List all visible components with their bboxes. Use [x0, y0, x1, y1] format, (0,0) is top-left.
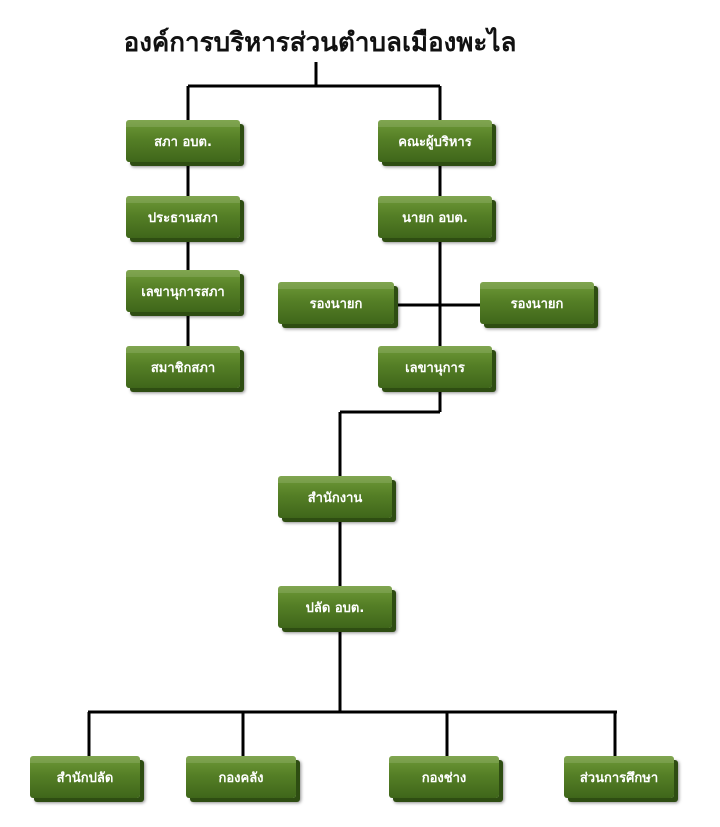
node-suan-kansueksa: ส่วนการศึกษา: [564, 756, 674, 798]
node-rong-nayok-right: รองนายก: [480, 282, 594, 324]
node-kong-khlang: กองคลัง: [186, 756, 296, 798]
node-samnak-palat: สำนักปลัด: [30, 756, 140, 798]
node-rong-nayok-left: รองนายก: [278, 282, 394, 324]
node-sapha-obt: สภา อบต.: [126, 120, 240, 162]
node-kong-chang: กองช่าง: [389, 756, 499, 798]
node-samnakngan: สำนักงาน: [278, 476, 392, 518]
node-lekhanukan-sapha: เลขานุการสภา: [126, 270, 240, 312]
chart-title: องค์การบริหารส่วนตำบลเมืองพะไล: [123, 28, 517, 58]
node-khana-phu-borihan: คณะผู้บริหาร: [378, 120, 492, 162]
node-lekhanukan: เลขานุการ: [378, 346, 492, 388]
node-palat-obt: ปลัด อบต.: [278, 586, 392, 628]
node-prathan-sapha: ประธานสภา: [126, 196, 240, 238]
node-samachik-sapha: สมาชิกสภา: [126, 346, 240, 388]
node-nayok-obt: นายก อบต.: [378, 196, 492, 238]
